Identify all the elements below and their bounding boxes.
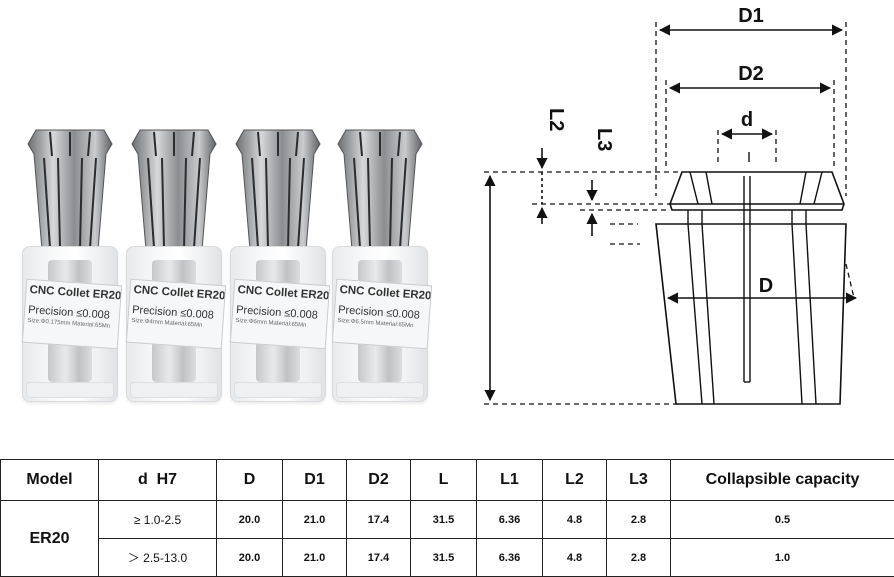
table-cell: 4.8 bbox=[542, 538, 607, 577]
collet-tube: CNC Collet ER20 Precision ≤0.008 Size:Φ4… bbox=[125, 246, 227, 402]
header-D: D bbox=[216, 459, 283, 501]
table-cell: ≥ 1.0-2.5 bbox=[98, 500, 217, 539]
table-header-row: Model d H7 D D1 D2 L L1 L2 L3 Collapsibl… bbox=[0, 459, 894, 501]
label-title: CNC Collet ER20 bbox=[29, 283, 122, 303]
collet-label: CNC Collet ER20 Precision ≤0.008 Size:Φ0… bbox=[21, 278, 123, 350]
label-L2: L2 bbox=[545, 108, 567, 131]
collet-head-image bbox=[235, 129, 321, 250]
collet-package-4: CNC Collet ER20 Precision ≤0.008 Size:Φ6… bbox=[328, 128, 433, 402]
collet-package-3: CNC Collet ER20 Precision ≤0.008 Size:Φ6… bbox=[226, 128, 331, 402]
collet-label: CNC Collet ER20 Precision ≤0.008 Size:Φ6… bbox=[229, 278, 331, 350]
table-cell: 6.36 bbox=[476, 500, 543, 539]
table-cell: 6.36 bbox=[476, 538, 543, 577]
dimension-diagram: D1 D2 d D L2 L3 bbox=[484, 5, 858, 405]
table-row: ＞ 2.5-13.0 20.0 21.0 17.4 31.5 6.36 4.8 … bbox=[1, 538, 894, 577]
table-cell: 4.8 bbox=[542, 500, 607, 539]
header-L: L bbox=[410, 459, 477, 501]
header-D2: D2 bbox=[346, 459, 411, 501]
table-row: ER20 ≥ 1.0-2.5 20.0 21.0 17.4 31.5 6.36 … bbox=[0, 500, 894, 577]
label-title: CNC Collet ER20 bbox=[133, 283, 226, 303]
collet-tube: CNC Collet ER20 Precision ≤0.008 Size:Φ6… bbox=[229, 246, 331, 402]
header-D1: D1 bbox=[282, 459, 347, 501]
collet-package-1: CNC Collet ER20 Precision ≤0.008 Size:Φ0… bbox=[18, 128, 123, 402]
table-cell: 31.5 bbox=[410, 500, 477, 539]
collet-head-image bbox=[27, 129, 113, 250]
header-model: Model bbox=[0, 459, 99, 501]
label-D: D bbox=[759, 275, 773, 297]
header-L2: L2 bbox=[542, 459, 607, 501]
header-d-h7: d H7 bbox=[98, 459, 217, 501]
label-title: CNC Collet ER20 bbox=[339, 283, 432, 303]
table-cell: 17.4 bbox=[346, 538, 411, 577]
collet-label: CNC Collet ER20 Precision ≤0.008 Size:Φ6… bbox=[331, 278, 433, 350]
table-cell: 2.8 bbox=[606, 500, 671, 539]
table-cell: 1.0 bbox=[670, 538, 894, 577]
model-cell: ER20 bbox=[0, 500, 99, 577]
collet-head-image bbox=[131, 129, 217, 250]
label-D2: D2 bbox=[738, 63, 764, 85]
table-cell: 31.5 bbox=[410, 538, 477, 577]
label-d: d bbox=[741, 109, 753, 131]
label-D1: D1 bbox=[738, 5, 764, 27]
table-cell: 20.0 bbox=[216, 500, 283, 539]
table-cell: 2.8 bbox=[606, 538, 671, 577]
collet-tube: CNC Collet ER20 Precision ≤0.008 Size:Φ0… bbox=[21, 246, 123, 402]
table-cell: 20.0 bbox=[216, 538, 283, 577]
collet-package-2: CNC Collet ER20 Precision ≤0.008 Size:Φ4… bbox=[122, 128, 227, 402]
table-cell: 21.0 bbox=[282, 500, 347, 539]
collet-tube: CNC Collet ER20 Precision ≤0.008 Size:Φ6… bbox=[331, 246, 433, 402]
table-cell: ＞ 2.5-13.0 bbox=[98, 538, 217, 577]
label-title: CNC Collet ER20 bbox=[237, 283, 330, 303]
header-L3: L3 bbox=[606, 459, 671, 501]
table-cell: 17.4 bbox=[346, 500, 411, 539]
collet-label: CNC Collet ER20 Precision ≤0.008 Size:Φ4… bbox=[125, 278, 227, 350]
product-photo: CNC Collet ER20 Precision ≤0.008 Size:Φ0… bbox=[0, 0, 470, 440]
header-L1: L1 bbox=[476, 459, 543, 501]
spec-table: Model d H7 D D1 D2 L L1 L2 L3 Collapsibl… bbox=[0, 459, 894, 577]
table-cell: 21.0 bbox=[282, 538, 347, 577]
collet-head-image bbox=[337, 129, 423, 250]
table-cell: 0.5 bbox=[670, 500, 894, 539]
header-collapsible-capacity: Collapsible capacity bbox=[670, 459, 894, 501]
label-L3: L3 bbox=[593, 128, 615, 151]
